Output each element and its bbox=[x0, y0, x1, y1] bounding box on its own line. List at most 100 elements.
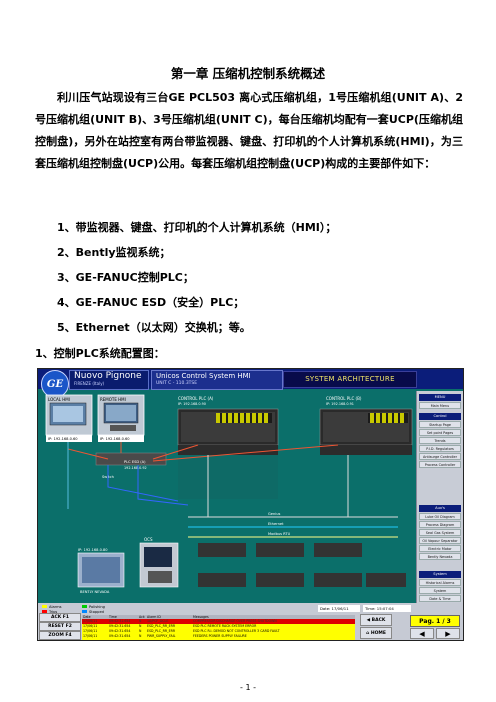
cell-date: 17/06/11 bbox=[83, 634, 98, 638]
home-button[interactable]: ⌂ HOME bbox=[360, 627, 392, 639]
arrow-right-icon: ▶ bbox=[445, 630, 451, 638]
cell-message: COMPRESSOR DISCHARGE OVER PRESS SHUTDOWN bbox=[193, 619, 277, 623]
menu-button-startup-page[interactable]: Startup Page bbox=[419, 421, 461, 428]
page-indicator: Pag. 1 / 3 bbox=[410, 615, 460, 627]
table-row[interactable]: 17/06/11 09:42:31.654 N 1A/PCF_DCLE COMP… bbox=[82, 619, 355, 624]
architecture-svg: LOCAL HMI IP: 192.168.0.60 REMOTE HMI IP… bbox=[45, 394, 413, 594]
architecture-diagram: LOCAL HMI IP: 192.168.0.60 REMOTE HMI IP… bbox=[38, 389, 416, 603]
col-time: Time bbox=[109, 615, 117, 619]
zoom-button[interactable]: ZOOM F4 bbox=[39, 631, 81, 640]
back-label: BACK bbox=[371, 618, 386, 623]
plc-a-label: CONTROL PLC (A) bbox=[178, 396, 214, 401]
alarm-list[interactable]: Date Time Ack Alarm ID Messages 17/06/11… bbox=[82, 615, 355, 640]
page-title: 第一章 压缩机控制系统概述 bbox=[170, 66, 326, 81]
cell-date: 17/06/11 bbox=[83, 629, 98, 633]
menu-button-process-diagram[interactable]: Process Diagram bbox=[419, 521, 461, 528]
cell-message: ESD PLC REMOTE RACK SYSTEM ERROR bbox=[193, 624, 257, 628]
menu-button-trends[interactable]: Trends bbox=[419, 437, 461, 444]
cell-alarm-id: 1A/PCF_DCLE bbox=[147, 619, 169, 623]
brand-name: Nuovo Pignone bbox=[74, 371, 142, 381]
cell-message: FEEDERS POWER SUPPLY FAILURE bbox=[193, 634, 247, 638]
next-page-button[interactable]: ▶ bbox=[436, 628, 460, 639]
cell-time: 09:42:31.654 bbox=[109, 634, 131, 638]
table-row[interactable]: 17/06/11 09:42:31.654 N ESD_PLC_RR_ERR E… bbox=[82, 624, 355, 629]
bently-node[interactable]: IP: 192.168.0.80 BENTLY NEVADA bbox=[77, 548, 125, 594]
cell-ack: N bbox=[139, 634, 142, 638]
cell-time: 09:42:31.654 bbox=[109, 619, 131, 623]
time-display: Time: 15:07:04 bbox=[363, 605, 411, 612]
col-alarm-id: Alarm ID bbox=[147, 615, 161, 619]
cell-alarm-id: ESD_PLC_RR_ERR bbox=[147, 624, 176, 628]
menu-button-bently-nevada[interactable]: Bently Nevada bbox=[419, 553, 461, 560]
menu-group-header: MENU bbox=[419, 394, 461, 401]
brand-sub: FIRENZE (Italy) bbox=[74, 381, 105, 386]
list-item: 3、GE-FANUC控制PLC； bbox=[57, 271, 194, 284]
bently-label: BENTLY NEVADA bbox=[80, 590, 110, 594]
hmi-screenshot: GE Nuovo Pignone FIRENZE (Italy) Unicos … bbox=[37, 368, 464, 641]
cell-ack: N bbox=[139, 624, 142, 628]
local-hmi-node[interactable]: LOCAL HMI IP: 192.168.0.60 bbox=[45, 394, 93, 442]
cell-message: ESD PLC R.I. DEMOD NOT CONTROLLER 3 CARD… bbox=[193, 629, 280, 633]
plc-b-label: CONTROL PLC (B) bbox=[326, 396, 362, 401]
prev-page-button[interactable]: ◀ bbox=[410, 628, 434, 639]
back-arrow-icon: ◀ bbox=[366, 618, 371, 623]
menu-button-main-menu[interactable]: Main Menu bbox=[419, 402, 461, 409]
home-label: HOME bbox=[370, 631, 386, 636]
cell-time: 09:42:31.654 bbox=[109, 629, 131, 633]
menu-button-historical-alarms[interactable]: Historical Alarms bbox=[419, 579, 461, 586]
brand-box: Nuovo Pignone FIRENZE (Italy) bbox=[69, 370, 149, 390]
table-row[interactable]: 17/06/11 09:42:31.654 N ESD_PLC_RR_ERR E… bbox=[82, 629, 355, 634]
col-ack: Ack bbox=[139, 615, 145, 619]
control-plc-b-node[interactable]: CONTROL PLC (B) IP: 192.168.0.91 bbox=[319, 396, 413, 455]
date-display: Date: 17/06/11 bbox=[318, 605, 360, 612]
ack-button[interactable]: ACK F1 bbox=[39, 613, 81, 622]
bently-ip: IP: 192.168.0.80 bbox=[78, 548, 108, 552]
menu-button-oil-vapour-separator[interactable]: Oil Vapour Separator bbox=[419, 537, 461, 544]
legend-trips: Trips bbox=[49, 609, 58, 614]
arrow-left-icon: ◀ bbox=[419, 630, 425, 638]
local-hmi-ip: IP: 192.168.0.60 bbox=[48, 437, 78, 441]
local-hmi-label: LOCAL HMI bbox=[48, 397, 70, 402]
menu-button-seal-gas-system[interactable]: Seal Gas System bbox=[419, 529, 461, 536]
esd-plc-label: PLC ESD (A) bbox=[124, 460, 146, 464]
control-plc-a-node[interactable]: CONTROL PLC (A) IP: 192.168.0.90 bbox=[177, 396, 279, 499]
io-rack-row bbox=[198, 543, 406, 587]
menu-button-lube-oil-diagram[interactable]: Lube Oil Diagram bbox=[419, 513, 461, 520]
menu-button-process-controller[interactable]: Process Controller bbox=[419, 461, 461, 468]
plc-a-ip: IP: 192.168.0.90 bbox=[178, 402, 206, 406]
plc-b-ip: IP: 192.168.0.91 bbox=[326, 402, 354, 406]
menu-group-header: Control bbox=[419, 413, 461, 420]
legend-alarms: Alarms bbox=[49, 605, 62, 609]
ocs-node[interactable]: OCS bbox=[139, 537, 179, 588]
remote-hmi-label: REMOTE HMI bbox=[100, 397, 126, 402]
cell-time: 09:42:31.654 bbox=[109, 624, 131, 628]
table-row[interactable]: 17/06/11 09:42:31.654 N PWR_SUPPLY_FAIL … bbox=[82, 634, 355, 639]
cell-ack: N bbox=[139, 629, 142, 633]
intro-paragraph: 利川压气站现设有三台GE PCL503 离心式压缩机组，1号压缩机组(UNIT … bbox=[35, 91, 463, 170]
menu-button-system[interactable]: System bbox=[419, 587, 461, 594]
page-number: - 1 - bbox=[240, 683, 256, 692]
menu-button-electric-motor[interactable]: Electric Motor bbox=[419, 545, 461, 552]
menu-group-header: System bbox=[419, 571, 461, 578]
unit-label: UNIT C - 110.3TSE bbox=[156, 381, 198, 386]
menu-button-date-time[interactable]: Date & Time bbox=[419, 595, 461, 602]
list-item: 1、带监视器、键盘、打印机的个人计算机系统（HMI）； bbox=[57, 221, 337, 234]
remote-hmi-node[interactable]: REMOTE HMI IP: 192.168.0.60 bbox=[97, 394, 145, 442]
reset-button[interactable]: RESET F2 bbox=[39, 622, 81, 631]
menu-button-set-point-pages[interactable]: Set point Pages bbox=[419, 429, 461, 436]
home-icon: ⌂ bbox=[366, 631, 370, 636]
alarm-legend-2: Polishing Stopped bbox=[82, 605, 105, 614]
menu-panel: MENU Main Menu Control Startup Page Set … bbox=[416, 391, 463, 603]
cell-ack: N bbox=[139, 619, 142, 623]
menu-button-antisurge-controller[interactable]: Antisurge Controller bbox=[419, 453, 461, 460]
list-item: 2、Bently监视系统； bbox=[57, 246, 171, 259]
bus-label-ethernet: Ethernet bbox=[268, 522, 284, 526]
menu-button-pid-regulators[interactable]: P.I.D. Regulators bbox=[419, 445, 461, 452]
section-heading: 1、控制PLC系统配置图： bbox=[35, 347, 165, 360]
bus-label-genius: Genius bbox=[268, 512, 281, 516]
esd-plc-node[interactable]: PLC ESD (A) 192.168.0.92 Switch bbox=[95, 452, 167, 479]
col-date: Date bbox=[83, 615, 91, 619]
list-item: 5、Ethernet（以太网）交换机；等。 bbox=[57, 321, 251, 334]
back-button[interactable]: ◀ BACK bbox=[360, 614, 392, 626]
menu-group-header: Aux's bbox=[419, 505, 461, 512]
